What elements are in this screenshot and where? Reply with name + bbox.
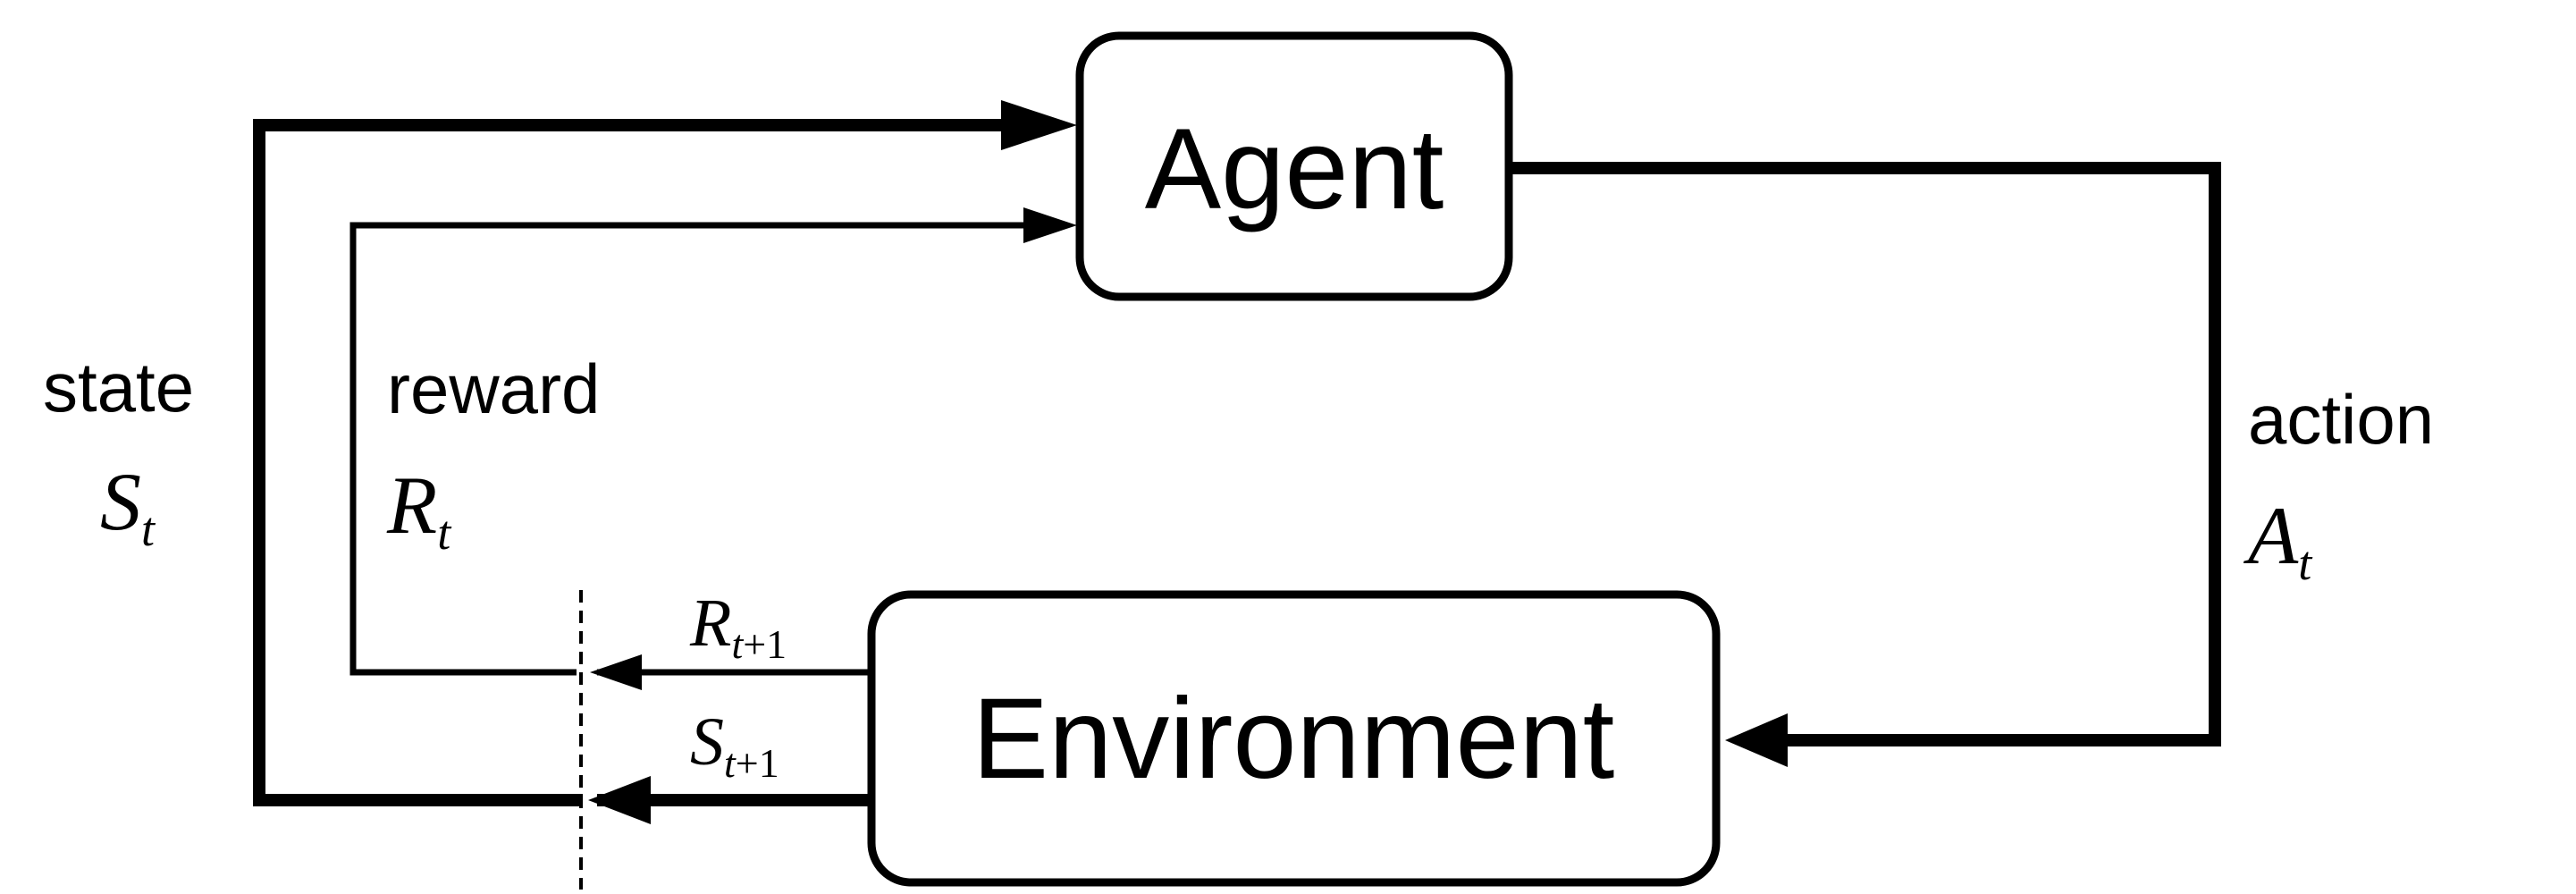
reward-feedback-line [349,222,1032,676]
action-arrowhead [1725,713,1788,767]
next-reward-label: Rt+1 [689,586,787,667]
state-feedback-line [253,119,1010,806]
agent-label: Agent [1145,105,1444,233]
next-state-label: St+1 [690,704,779,786]
state-word: state [43,348,194,426]
state-next-arrowhead [588,776,651,824]
state-symbol: St [100,456,156,556]
action-arrow-line [1511,162,2221,746]
state-arrowhead [1001,100,1077,150]
reward-arrowhead [1023,207,1077,243]
agent-box: Agent [1075,31,1513,301]
action-symbol: At [2243,490,2313,590]
reward-symbol: Rt [386,460,452,560]
reward-word: reward [387,350,600,428]
environment-label: Environment [972,675,1615,803]
environment-box: Environment [867,590,1721,887]
action-word: action [2248,380,2434,459]
reward-next-arrowhead [590,654,642,690]
